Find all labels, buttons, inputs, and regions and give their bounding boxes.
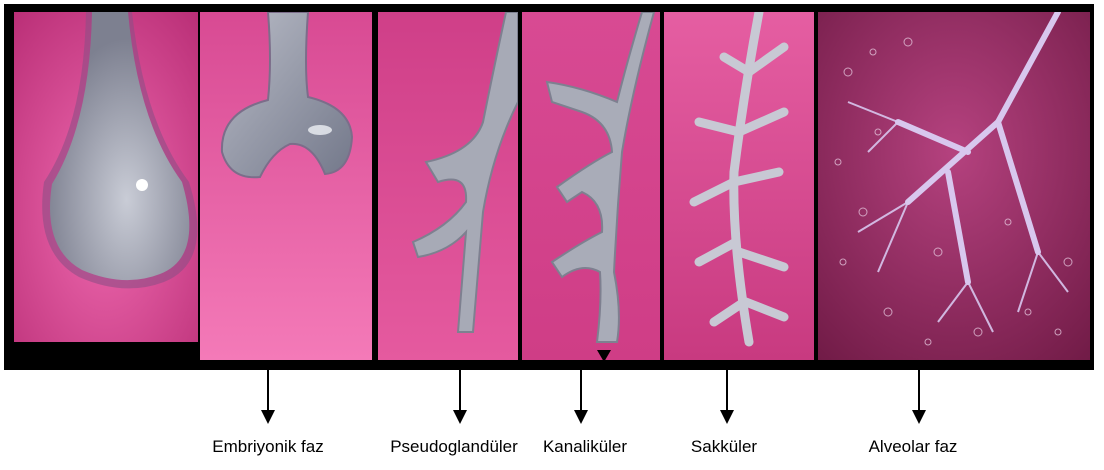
- panel-lung-bud: [14, 12, 198, 342]
- panel-embryonic: [200, 12, 372, 360]
- arrow-saccular: [719, 370, 735, 426]
- panel-saccular: [664, 12, 814, 360]
- arrow-canalicular: [573, 370, 589, 426]
- arrow-alveolar: [911, 370, 927, 426]
- panel-pseudoglandular: [378, 12, 518, 360]
- label-saccular: Sakküler: [691, 437, 757, 457]
- panel-canalicular: [522, 12, 660, 360]
- arrow-pseudoglandular: [452, 370, 468, 426]
- label-pseudoglandular: Pseudoglandüler: [390, 437, 518, 457]
- panel-alveolar: [818, 12, 1090, 360]
- canalicular-pointer-marker: [597, 350, 611, 362]
- label-alveolar: Alveolar faz: [869, 437, 958, 457]
- arrow-embryonic: [260, 370, 276, 426]
- label-canalicular: Kanaliküler: [543, 437, 627, 457]
- label-embryonic: Embriyonik faz: [212, 437, 323, 457]
